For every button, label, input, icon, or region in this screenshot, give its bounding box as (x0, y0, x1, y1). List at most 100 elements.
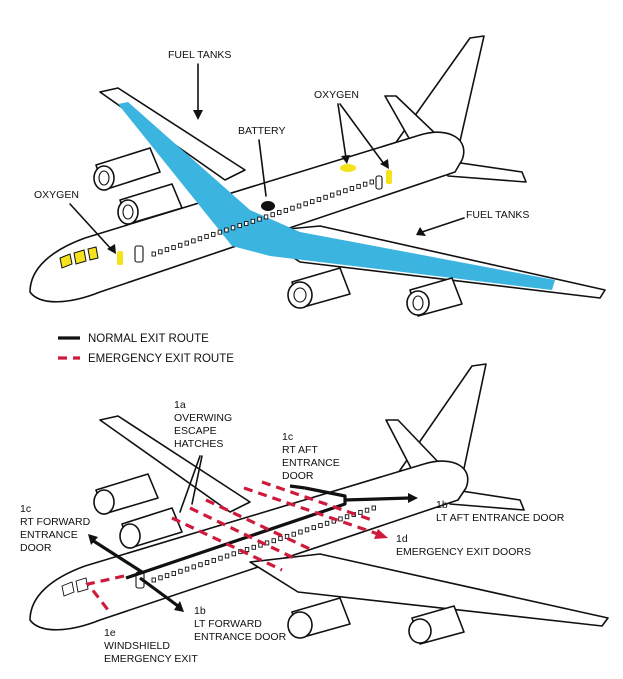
cabin-window (251, 544, 256, 550)
cabin-window (217, 229, 223, 235)
cabin-window (191, 564, 196, 570)
cabin-window (184, 240, 189, 246)
bottom-near-wing (249, 553, 609, 627)
oxygen-mark-mid (340, 164, 356, 172)
arrow-fuel-tanks-right (416, 227, 426, 236)
leader-oxygen-right-2 (339, 103, 385, 165)
cabin-window (323, 194, 328, 200)
cabin-window (171, 245, 176, 250)
top-window-row (151, 179, 374, 257)
cabin-window (164, 247, 170, 253)
cabin-window (371, 505, 376, 511)
label-1d-num: 1d (396, 533, 408, 545)
route-overwing-1 (171, 516, 283, 572)
route-rt-aft (289, 484, 306, 490)
cabin-window (198, 562, 203, 568)
cabin-window (316, 197, 322, 202)
cabin-window (303, 201, 308, 207)
route-overwing-2 (189, 506, 299, 562)
bottom-labels: 1a OVERWING ESCAPE HATCHES 1c RT AFT ENT… (20, 399, 565, 665)
cabin-window (178, 568, 183, 574)
bottom-far-wing (99, 415, 251, 513)
arrow-emergency-aft (374, 529, 388, 539)
label-1e-num: 1e (104, 627, 116, 639)
cabin-window (290, 205, 295, 211)
route-lt-forward (139, 576, 179, 608)
leader-oxygen-right-1 (337, 103, 347, 159)
arrow-oxygen-right-2 (380, 159, 389, 169)
bottom-aircraft: 1a OVERWING ESCAPE HATCHES 1c RT AFT ENT… (20, 363, 609, 665)
bottom-cockpit-windows (61, 577, 89, 597)
cabin-window (329, 192, 335, 198)
label-1e-line2: EMERGENCY EXIT (104, 653, 198, 665)
label-1b-forward-line1: LT FORWARD (194, 618, 262, 630)
cabin-window (197, 236, 203, 242)
bottom-far-engine-1 (93, 473, 159, 515)
cabin-window (344, 514, 350, 520)
cabin-window (204, 560, 210, 565)
label-1c-forward-line1: RT FORWARD (20, 516, 91, 528)
cabin-window (358, 509, 363, 515)
arrow-lt-forward (174, 601, 184, 612)
leader-fuel-tanks-right (421, 217, 465, 233)
route-rt-forward (91, 538, 143, 574)
label-1e-line1: WINDSHIELD (104, 640, 170, 652)
cabin-window (356, 183, 361, 189)
cabin-window (244, 547, 250, 552)
cabin-window (369, 179, 374, 185)
cabin-window (237, 223, 242, 229)
label-1c-aft-line2: ENTRANCE (282, 457, 340, 469)
fuel-tank-region (118, 102, 555, 290)
cabin-window (349, 186, 355, 191)
cabin-window (158, 249, 163, 255)
cabin-window (263, 214, 269, 220)
cabin-window (218, 555, 223, 561)
legend: NORMAL EXIT ROUTE EMERGENCY EXIT ROUTE (58, 333, 234, 365)
top-near-engine-2 (406, 277, 463, 317)
cabin-window (336, 190, 341, 196)
label-1a-line2: ESCAPE (174, 425, 217, 437)
label-1a-line1: OVERWING (174, 412, 232, 424)
battery-mark (261, 201, 275, 211)
bottom-window-row (151, 505, 376, 583)
cabin-window (177, 242, 183, 248)
arrow-oxygen-left (107, 244, 116, 254)
label-fuel-tanks-right: FUEL TANKS (466, 209, 529, 221)
emergency-exit-routes (85, 480, 388, 611)
cabin-window (278, 536, 283, 541)
cabin-window (324, 520, 330, 526)
cabin-window (291, 531, 296, 537)
cabin-window (318, 523, 323, 528)
oxygen-mark-aft (386, 170, 392, 184)
cabin-window (277, 210, 282, 215)
cabin-window (211, 231, 216, 237)
label-1c-forward-line3: DOOR (20, 542, 52, 554)
arrow-fuel-tanks-top (193, 110, 203, 120)
oxygen-mark-forward (117, 251, 123, 265)
top-near-engine-1 (287, 267, 351, 309)
normal-exit-routes (88, 484, 418, 612)
cockpit-oxygen-windows (59, 246, 99, 269)
label-battery: BATTERY (238, 125, 285, 137)
cabin-window (304, 527, 310, 533)
cabin-window (164, 573, 170, 579)
cabin-window (270, 212, 275, 218)
cabin-window (158, 575, 163, 581)
top-far-engine-2 (117, 183, 183, 225)
label-1c-forward-num: 1c (20, 503, 31, 515)
bottom-far-engine-2 (119, 507, 183, 549)
route-aft-emergency-2 (261, 480, 373, 522)
leader-oxygen-left (69, 203, 113, 251)
label-1c-aft-line3: DOOR (282, 470, 314, 482)
cabin-window (191, 238, 196, 244)
cabin-window (211, 557, 216, 563)
cabin-window (298, 529, 303, 535)
cabin-window (364, 507, 370, 513)
arrow-oxygen-right-1 (341, 155, 350, 164)
top-far-engine-1 (93, 147, 161, 191)
cabin-window (244, 221, 249, 226)
cabin-window (171, 571, 176, 576)
cabin-window (271, 538, 276, 544)
label-1e: 1e WINDSHIELD EMERGENCY EXIT (104, 627, 198, 665)
label-1c-aft-line1: RT AFT (282, 444, 318, 456)
